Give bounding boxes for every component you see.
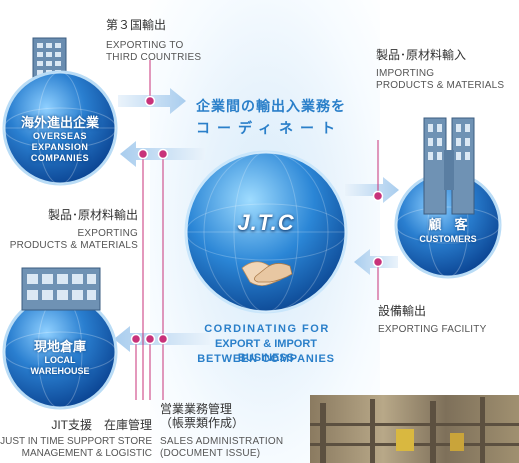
- photo-forklift: [396, 429, 414, 451]
- flow-importing-jp: 製品･原材料輸入: [376, 48, 467, 62]
- building-icon-customers: [423, 117, 475, 215]
- dot: [157, 333, 169, 345]
- warehouse-label-en: LOCAL WAREHOUSE: [8, 355, 112, 377]
- customers-label-jp: 顧 客: [428, 217, 468, 232]
- photo-shelf: [310, 423, 519, 426]
- photo-shelf: [320, 403, 326, 463]
- globe-center: [184, 150, 348, 314]
- photo-shelf: [430, 401, 436, 463]
- flow-sales-jp-2: （帳票類作成）: [160, 416, 245, 430]
- center-en-line2: EXPORT & IMPORT BUSINESS: [214, 338, 318, 364]
- flow-jit-en: JUST IN TIME SUPPORT STORE MANAGEMENT & …: [0, 436, 152, 460]
- warehouse-icon: [21, 267, 101, 311]
- flow-jit-en-1: JUST IN TIME SUPPORT STORE: [0, 436, 152, 447]
- arrow-importing: [345, 177, 399, 203]
- jtc-logo: J.T.C: [237, 210, 295, 235]
- flow-importing-en: IMPORTING PRODUCTS & MATERIALS: [376, 68, 504, 92]
- flow-export-third-jp: 第３国輸出: [106, 18, 167, 32]
- dot: [157, 148, 169, 160]
- flow-export-third-en-2: THIRD COUNTRIES: [106, 52, 202, 63]
- overseas-label-en: OVERSEAS EXPANSION COMPANIES: [8, 131, 112, 164]
- flow-jit-jp: JIT支援 在庫管理: [51, 418, 152, 432]
- flow-sales-en: SALES ADMINISTRATION (DOCUMENT ISSUE): [160, 436, 283, 460]
- handshake-icon: [241, 261, 293, 286]
- flow-sales-en-1: SALES ADMINISTRATION: [160, 436, 284, 447]
- dot: [137, 148, 149, 160]
- customers-label-en: CUSTOMERS: [419, 234, 477, 244]
- flow-exporting-products-en-2: PRODUCTS & MATERIALS: [9, 240, 138, 251]
- flow-sales-jp-1: 営業業務管理: [160, 402, 233, 416]
- center-title-line1: 企業間の輸出入業務を: [196, 98, 346, 114]
- flow-facility-jp: 設備輸出: [378, 304, 427, 318]
- flow-importing-en-2: PRODUCTS & MATERIALS: [376, 80, 505, 91]
- center-en-line1: CORDINATING FOR: [204, 323, 330, 335]
- warehouse-photo: [310, 395, 519, 463]
- flow-sales-en-2: (DOCUMENT ISSUE): [160, 448, 261, 459]
- flow-facility-en: EXPORTING FACILITY: [378, 324, 487, 335]
- photo-shelf: [310, 443, 519, 446]
- flow-importing-en-1: IMPORTING: [376, 68, 435, 79]
- flow-sales-jp: 営業業務管理 （帳票類作成）: [160, 402, 244, 430]
- overseas-label-jp: 海外進出企業: [20, 115, 99, 130]
- dot: [130, 333, 142, 345]
- overseas-en-1: OVERSEAS: [32, 131, 87, 141]
- warehouse-en-2: WAREHOUSE: [30, 366, 90, 376]
- flow-exporting-products-jp: 製品･原材料輸出: [47, 208, 138, 222]
- globe-overseas: [2, 70, 118, 186]
- warehouse-en-1: LOCAL: [44, 355, 76, 365]
- photo-shelf: [480, 397, 485, 463]
- dot: [144, 333, 156, 345]
- dot: [372, 190, 384, 202]
- overseas-en-3: COMPANIES: [30, 153, 90, 163]
- center-en-line3: BETWEEN COMPANIES: [197, 353, 335, 365]
- flow-export-third-en-1: EXPORTING TO: [106, 40, 184, 51]
- warehouse-label-jp: 現地倉庫: [33, 339, 86, 354]
- dot: [372, 256, 384, 268]
- overseas-en-2: EXPANSION: [31, 142, 89, 152]
- dot: [144, 95, 156, 107]
- flow-exporting-products-en: EXPORTING PRODUCTS & MATERIALS: [4, 228, 138, 252]
- flow-jit-en-2: MANAGEMENT & LOGISTIC: [21, 448, 152, 459]
- photo-forklift: [450, 433, 464, 451]
- flow-export-third-en: EXPORTING TO THIRD COUNTRIES: [106, 40, 201, 64]
- center-title-line2: コーディネート: [196, 120, 343, 136]
- flow-exporting-products-en-1: EXPORTING: [77, 228, 138, 239]
- photo-shelf: [370, 399, 375, 463]
